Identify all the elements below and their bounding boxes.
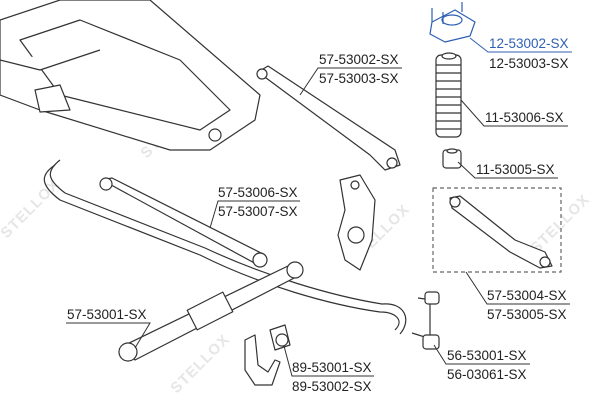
label-57-53005-sx: 57-53005-SX xyxy=(487,307,567,322)
label-56-03061-sx: 56-03061-SX xyxy=(447,367,527,382)
knuckle xyxy=(337,174,376,271)
label-57-53003-sx: 57-53003-SX xyxy=(319,71,399,86)
label-89-53002-sx: 89-53002-SX xyxy=(292,379,372,394)
label-56-53001-sx: 56-53001-SX xyxy=(447,348,527,363)
stabilizer-bushing xyxy=(244,324,291,386)
subframe xyxy=(0,0,261,151)
label-57-53002-sx: 57-53002-SX xyxy=(319,52,399,67)
label-12-53003-sx: 12-53003-SX xyxy=(489,56,569,71)
label-11-53005-sx: 11-53005-SX xyxy=(476,162,555,177)
label-89-53001-sx: 89-53001-SX xyxy=(292,360,372,375)
label-57-53004-sx: 57-53004-SX xyxy=(487,288,567,303)
stabilizer-bar xyxy=(43,159,407,335)
label-57-53007-sx: 57-53007-SX xyxy=(218,204,298,219)
label-12-53002-sx[interactable]: 12-53002-SX xyxy=(489,36,569,51)
label-57-53006-sx: 57-53006-SX xyxy=(218,185,298,200)
bump-stop xyxy=(442,148,462,169)
strut-mount xyxy=(429,2,476,43)
lower-arm xyxy=(118,261,304,362)
lateral-link xyxy=(99,177,268,268)
stabilizer-link xyxy=(411,291,440,350)
trailing-arm xyxy=(449,195,553,269)
label-57-53001-sx: 57-53001-SX xyxy=(67,307,147,322)
upper-arm xyxy=(256,65,401,171)
dust-boot xyxy=(435,52,462,138)
label-11-53006-sx: 11-53006-SX xyxy=(485,110,564,125)
